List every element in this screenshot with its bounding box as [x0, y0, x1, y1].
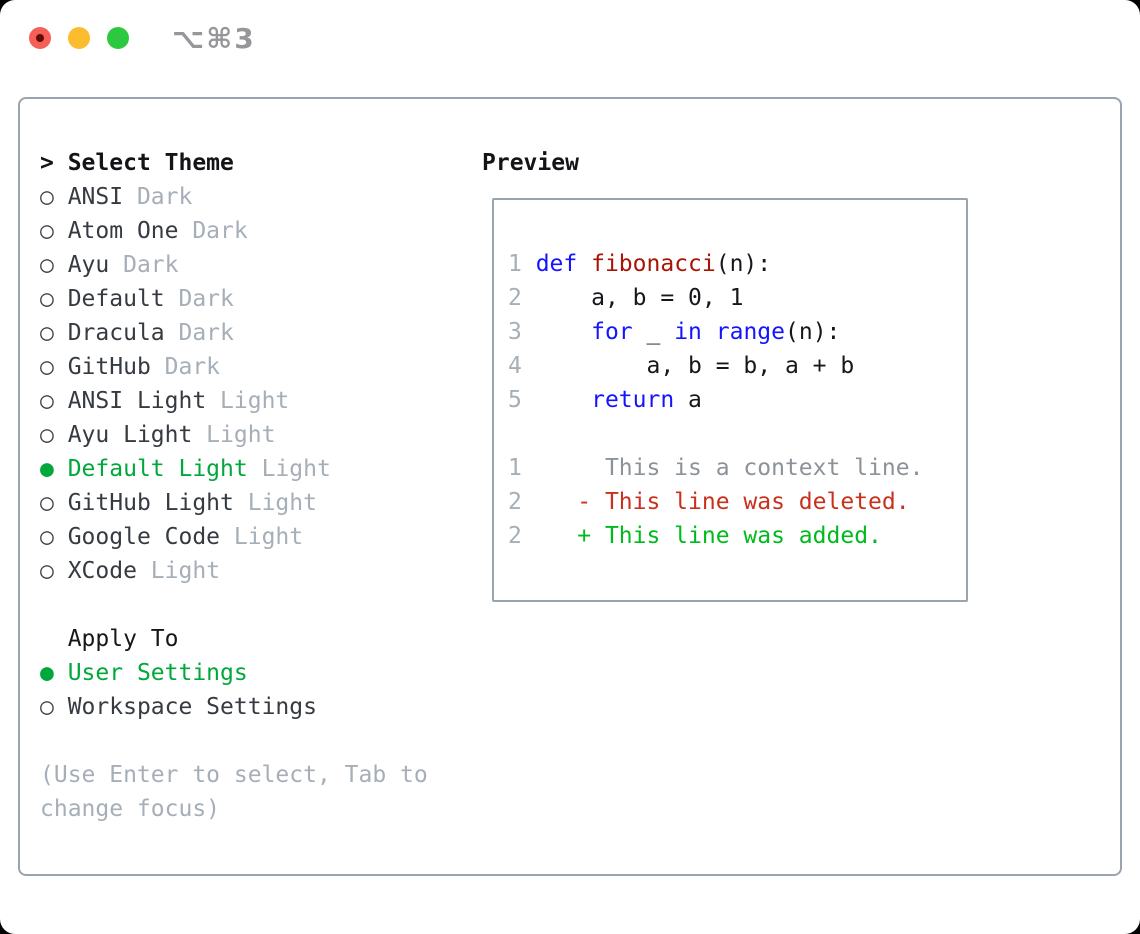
theme-selector-panel: > Select Theme ○ ANSI Dark○ Atom One Dar… — [18, 97, 1122, 876]
selected-radio-icon: ● — [40, 456, 68, 482]
code-line: 1 def fibonacci(n): — [508, 251, 772, 277]
window-shortcut-label: ⌥⌘3 — [172, 21, 256, 55]
line-number: 1 — [508, 455, 522, 481]
preview-box: 1 def fibonacci(n): 2 a, b = 0, 1 3 for _ … — [492, 198, 968, 602]
line-number: 5 — [508, 387, 536, 413]
code-block: 1 def fibonacci(n): 2 a, b = 0, 1 3 for _ … — [508, 247, 966, 417]
theme-variant-label: Dark — [164, 320, 234, 346]
theme-name: Default Light — [67, 456, 248, 482]
theme-name: Ayu Light — [67, 422, 193, 448]
code-line: 3 for _ in range(n): — [508, 319, 841, 345]
theme-variant-label: Light — [247, 456, 331, 482]
theme-list-item[interactable]: ○ ANSI Dark — [40, 180, 482, 214]
theme-variant-label: Light — [220, 524, 304, 550]
theme-variant-label: Light — [206, 388, 290, 414]
theme-name: Google Code — [67, 524, 221, 550]
theme-variant-label: Light — [233, 490, 317, 516]
apply-to-option[interactable]: ● User Settings — [40, 656, 482, 690]
apply-to-option[interactable]: ○ Workspace Settings — [40, 690, 482, 724]
theme-variant-label: Dark — [178, 218, 248, 244]
theme-name: ANSI — [67, 184, 124, 210]
preview-column: Preview 1 def fibonacci(n): 2 a, b = 0, 1… — [482, 99, 1120, 874]
theme-list-item[interactable]: ○ Google Code Light — [40, 520, 482, 554]
theme-variant-label: Dark — [123, 184, 193, 210]
theme-list-item[interactable]: ○ Ayu Dark — [40, 248, 482, 282]
radio-icon: ○ — [40, 490, 68, 516]
apply-to-header: Apply To — [40, 626, 179, 652]
theme-list-item[interactable]: ○ Ayu Light Light — [40, 418, 482, 452]
diff-line: 2 + This line was added. — [508, 519, 966, 553]
theme-list-item[interactable]: ○ ANSI Light Light — [40, 384, 482, 418]
zoom-button[interactable] — [107, 27, 129, 49]
theme-list-item[interactable]: ● Default Light Light — [40, 452, 482, 486]
theme-name: GitHub Light — [67, 490, 234, 516]
line-number: 2 — [508, 523, 522, 549]
radio-icon: ○ — [40, 252, 68, 278]
theme-variant-label: Dark — [150, 354, 221, 380]
close-button[interactable] — [29, 27, 51, 49]
line-number: 2 — [508, 285, 536, 311]
titlebar: ⌥⌘3 — [0, 0, 1140, 76]
theme-list-item[interactable]: ○ Default Dark — [40, 282, 482, 316]
radio-icon: ○ — [40, 354, 68, 380]
radio-icon: ○ — [40, 524, 68, 550]
blank-line — [508, 417, 966, 451]
theme-list: ○ ANSI Dark○ Atom One Dark○ Ayu Dark○ De… — [40, 180, 482, 588]
theme-list-column: > Select Theme ○ ANSI Dark○ Atom One Dar… — [20, 99, 482, 874]
theme-list-item[interactable]: ○ XCode Light — [40, 554, 482, 588]
theme-name: Ayu — [67, 252, 110, 278]
theme-variant-label: Dark — [164, 286, 234, 312]
apply-to-label: User Settings — [67, 660, 248, 686]
diff-line: 1 This is a context line. — [508, 451, 966, 485]
theme-name: Atom One — [67, 218, 179, 244]
radio-icon: ○ — [40, 388, 68, 414]
code-line: 4 a, b = b, a + b — [508, 353, 855, 379]
theme-name: XCode — [67, 558, 137, 584]
line-number: 2 — [508, 489, 522, 515]
line-number: 4 — [508, 353, 536, 379]
line-number: 3 — [508, 319, 536, 345]
focus-caret-icon: > — [40, 150, 68, 176]
theme-list-item[interactable]: ○ GitHub Light Light — [40, 486, 482, 520]
theme-list-item[interactable]: ○ Dracula Dark — [40, 316, 482, 350]
apply-to-label: Workspace Settings — [67, 694, 317, 720]
theme-variant-label: Light — [192, 422, 276, 448]
diff-text: This is a context line. — [521, 455, 924, 481]
radio-icon: ○ — [40, 320, 68, 346]
theme-name: Dracula — [67, 320, 165, 346]
diff-text: - This line was deleted. — [521, 489, 910, 515]
theme-list-header: > Select Theme — [40, 150, 234, 176]
apply-to-section: Apply To ● User Settings○ Workspace Sett… — [40, 622, 482, 724]
theme-list-item[interactable]: ○ GitHub Dark — [40, 350, 482, 384]
theme-variant-label: Light — [136, 558, 221, 584]
radio-icon: ○ — [40, 694, 68, 720]
diff-block: 1 This is a context line.2 - This line w… — [508, 451, 966, 553]
line-number: 1 — [508, 251, 536, 277]
theme-variant-label: Dark — [109, 252, 179, 278]
hint-text: (Use Enter to select, Tab to change focu… — [40, 762, 428, 822]
radio-icon: ○ — [40, 286, 68, 312]
minimize-button[interactable] — [68, 27, 90, 49]
radio-icon: ○ — [40, 184, 68, 210]
preview-title: Preview — [482, 150, 579, 176]
selected-radio-icon: ● — [40, 660, 68, 686]
theme-name: Default — [67, 286, 165, 312]
radio-icon: ○ — [40, 422, 68, 448]
theme-name: ANSI Light — [67, 388, 207, 414]
diff-line: 2 - This line was deleted. — [508, 485, 966, 519]
code-line: 2 a, b = 0, 1 — [508, 285, 744, 311]
radio-icon: ○ — [40, 558, 68, 584]
radio-icon: ○ — [40, 218, 68, 244]
apply-to-list: ● User Settings○ Workspace Settings — [40, 656, 482, 724]
code-line: 5 return a — [508, 387, 702, 413]
theme-name: GitHub — [67, 354, 151, 380]
theme-list-item[interactable]: ○ Atom One Dark — [40, 214, 482, 248]
diff-text: + This line was added. — [521, 523, 882, 549]
